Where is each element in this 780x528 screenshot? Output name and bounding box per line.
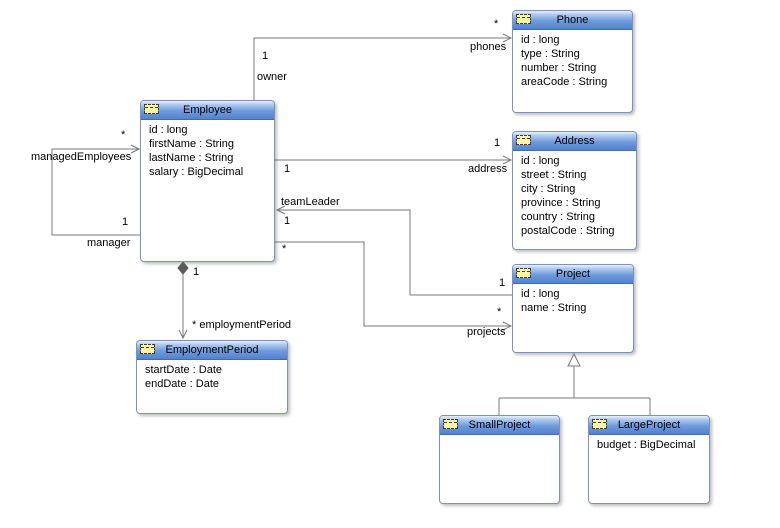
class-name: Address xyxy=(554,134,595,147)
class-attribute: number : String xyxy=(521,62,597,74)
role-team-leader: teamLeader xyxy=(281,196,340,208)
open-arrow-icon xyxy=(275,205,286,215)
class-icon xyxy=(516,135,531,145)
class-header: EmploymentPeriod xyxy=(137,341,287,360)
association-employment-period-line[interactable] xyxy=(177,261,189,340)
class-attribute: id : long xyxy=(149,124,188,136)
multiplicity-employment-period-source: 1 xyxy=(193,266,200,278)
generalization-triangle-icon xyxy=(567,352,581,367)
class-header: Address xyxy=(513,132,636,151)
attribute-compartment: startDate : Date endDate : Date xyxy=(137,360,287,391)
class-name: EmploymentPeriod xyxy=(165,343,259,356)
class-icon xyxy=(443,419,458,429)
open-arrow-icon xyxy=(130,144,141,154)
attribute-compartment: id : long street : String city : String … xyxy=(513,151,636,238)
class-attribute: city : String xyxy=(521,183,576,195)
multiplicity-managed-employees: * xyxy=(121,129,126,141)
association-address-line[interactable] xyxy=(275,155,513,165)
attribute-compartment xyxy=(440,435,559,438)
class-attribute: endDate : Date xyxy=(145,378,219,390)
class-box-small-project[interactable]: SmallProject xyxy=(439,415,560,504)
class-icon xyxy=(592,419,607,429)
class-header: Phone xyxy=(513,11,632,30)
multiplicity-address-target: 1 xyxy=(494,137,501,149)
class-name: LargeProject xyxy=(617,418,681,431)
class-header: Project xyxy=(513,265,633,284)
composition-diamond-icon xyxy=(177,261,189,275)
class-icon xyxy=(140,344,155,354)
class-box-employee[interactable]: Employee id : long firstName : String la… xyxy=(140,100,275,262)
multiplicity-team-leader-source: 1 xyxy=(499,277,506,289)
multiplicity-address-source: 1 xyxy=(284,163,291,175)
role-address: address xyxy=(468,163,508,175)
class-icon xyxy=(144,104,159,114)
class-box-phone[interactable]: Phone id : long type : String number : S… xyxy=(512,10,633,113)
class-attribute: id : long xyxy=(521,155,560,167)
class-attribute: id : long xyxy=(521,288,560,300)
class-attribute: street : String xyxy=(521,169,587,181)
class-attribute: startDate : Date xyxy=(145,364,223,376)
class-attribute: budget : BigDecimal xyxy=(597,439,696,451)
open-arrow-icon xyxy=(178,329,188,340)
attribute-compartment: budget : BigDecimal xyxy=(589,435,709,452)
multiplicity-manager: 1 xyxy=(122,216,129,228)
class-header: LargeProject xyxy=(589,416,709,435)
generalization-lines[interactable] xyxy=(498,352,651,415)
class-header: SmallProject xyxy=(440,416,559,435)
class-name: SmallProject xyxy=(468,418,531,431)
open-arrow-icon xyxy=(502,155,513,165)
class-attribute: province : String xyxy=(521,197,601,209)
multiplicity-owner: 1 xyxy=(262,50,269,62)
role-employment-period: * employmentPeriod xyxy=(192,319,292,331)
class-attribute: salary : BigDecimal xyxy=(149,166,244,178)
role-owner: owner xyxy=(257,71,287,83)
multiplicity-phones-target: * xyxy=(494,18,499,30)
class-attribute: lastName : String xyxy=(149,152,234,164)
multiplicity-team-leader-target: 1 xyxy=(284,215,291,227)
role-projects: projects xyxy=(467,326,506,338)
class-attribute: areaCode : String xyxy=(521,76,608,88)
association-managed-employees-line[interactable] xyxy=(51,144,141,236)
attribute-compartment: id : long type : String number : String … xyxy=(513,30,632,89)
multiplicity-projects-source: * xyxy=(282,243,287,255)
class-attribute: type : String xyxy=(521,48,580,60)
class-box-project[interactable]: Project id : long name : String xyxy=(512,264,634,353)
multiplicity-projects-target: * xyxy=(497,306,502,318)
class-box-employment-period[interactable]: EmploymentPeriod startDate : Date endDat… xyxy=(136,340,288,414)
class-attribute: postalCode : String xyxy=(521,225,615,237)
attribute-compartment: id : long name : String xyxy=(513,284,633,315)
role-manager: manager xyxy=(87,237,131,249)
role-managed-employees: managedEmployees xyxy=(31,151,132,163)
class-box-large-project[interactable]: LargeProject budget : BigDecimal xyxy=(588,415,710,504)
class-attribute: id : long xyxy=(521,34,560,46)
attribute-compartment: id : long firstName : String lastName : … xyxy=(141,120,274,179)
class-attribute: firstName : String xyxy=(149,138,234,150)
association-team-leader-line[interactable] xyxy=(275,205,512,296)
association-projects-line[interactable] xyxy=(275,241,513,331)
class-box-address[interactable]: Address id : long street : String city :… xyxy=(512,131,637,250)
class-name: Project xyxy=(555,267,591,280)
class-attribute: country : String xyxy=(521,211,595,223)
open-arrow-icon xyxy=(502,33,513,43)
role-phones: phones xyxy=(470,41,507,53)
class-icon xyxy=(516,268,531,278)
open-arrow-icon xyxy=(502,321,513,331)
class-name: Employee xyxy=(183,103,232,116)
association-phones-line[interactable] xyxy=(253,33,513,100)
class-name: Phone xyxy=(556,13,589,26)
class-header: Employee xyxy=(141,101,274,120)
class-attribute: name : String xyxy=(521,302,587,314)
class-icon xyxy=(516,14,531,24)
